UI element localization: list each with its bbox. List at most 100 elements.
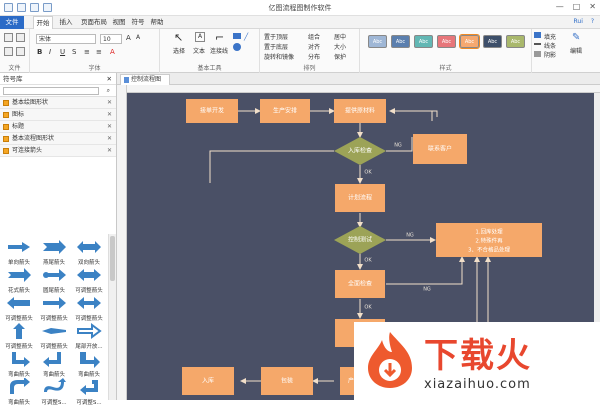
- edit-button[interactable]: 编辑: [570, 48, 583, 55]
- shape-item[interactable]: 可调整S...: [37, 376, 71, 409]
- edge-b4-b3[interactable]: [389, 108, 438, 117]
- list-icon[interactable]: ≡: [84, 48, 90, 56]
- shape-item[interactable]: 可调整箭头: [2, 292, 36, 325]
- close-library-icon[interactable]: ✕: [106, 147, 112, 154]
- menu-help[interactable]: 帮助: [150, 18, 164, 26]
- process-box-b8[interactable]: [182, 367, 234, 395]
- close-button[interactable]: ✕: [589, 2, 596, 11]
- decision-diamond-d2[interactable]: [334, 226, 386, 254]
- connector-label[interactable]: 连接线: [210, 48, 229, 55]
- shape-item[interactable]: 圆尾箭头: [37, 264, 71, 297]
- library-item[interactable]: 基本流程图形状✕: [0, 133, 116, 145]
- group-button[interactable]: 组合: [308, 34, 321, 41]
- canvas-scrollbar[interactable]: [594, 93, 600, 400]
- style-swatch[interactable]: Abc: [391, 35, 410, 48]
- shrink-font-icon[interactable]: A: [136, 34, 141, 41]
- rectangle-icon[interactable]: [233, 33, 241, 39]
- minimize-button[interactable]: —: [555, 2, 564, 11]
- process-box-b5[interactable]: [335, 184, 385, 212]
- style-swatch[interactable]: Abc: [459, 34, 480, 49]
- gallery-scrollbar[interactable]: [108, 234, 116, 400]
- shape-item[interactable]: 可调整箭头: [72, 264, 106, 297]
- text-label[interactable]: 文本: [193, 48, 206, 55]
- shape-item[interactable]: 燕尾箭头: [37, 236, 71, 269]
- process-box-b1[interactable]: [186, 99, 238, 123]
- note-box[interactable]: [436, 223, 542, 257]
- paste-icon[interactable]: [4, 33, 13, 42]
- edge-d1-left[interactable]: [209, 150, 334, 183]
- close-library-icon[interactable]: ✕: [106, 135, 112, 142]
- shape-item[interactable]: 弯曲箭头: [2, 348, 36, 381]
- send-back-button[interactable]: 置于底层: [264, 44, 289, 51]
- select-label[interactable]: 选择: [173, 48, 186, 55]
- menu-home[interactable]: 开始: [33, 16, 53, 30]
- close-library-icon[interactable]: ✕: [106, 99, 112, 106]
- font-name-select[interactable]: 宋体: [36, 34, 96, 44]
- style-swatch[interactable]: Abc: [437, 35, 456, 48]
- close-panel-icon[interactable]: ✕: [106, 75, 112, 83]
- shape-item[interactable]: 可调整箭头: [37, 292, 71, 325]
- shape-item[interactable]: 可调整箭头: [72, 292, 106, 325]
- bring-front-button[interactable]: 置于顶层: [264, 34, 289, 41]
- library-item[interactable]: 可连接箭头✕: [0, 145, 116, 157]
- close-library-icon[interactable]: ✕: [106, 123, 112, 130]
- line-style-icon[interactable]: [534, 43, 541, 45]
- help-icon[interactable]: ?: [590, 18, 594, 25]
- process-box-b4[interactable]: [413, 134, 467, 164]
- library-item[interactable]: 基本绘图形状✕: [0, 97, 116, 109]
- close-library-icon[interactable]: ✕: [106, 111, 112, 118]
- format-painter-icon[interactable]: [16, 47, 25, 56]
- save-icon[interactable]: [30, 3, 39, 12]
- shape-item[interactable]: 弯曲箭头: [37, 348, 71, 381]
- shape-item[interactable]: 双向箭头: [72, 236, 106, 269]
- shape-item[interactable]: 可调整箭头: [37, 320, 71, 353]
- library-search-input[interactable]: [3, 87, 99, 95]
- bold-icon[interactable]: B: [37, 48, 43, 56]
- library-item[interactable]: 图标✕: [0, 109, 116, 121]
- new-file-icon[interactable]: [4, 3, 13, 12]
- gallery-scroll-thumb[interactable]: [110, 236, 115, 281]
- decision-diamond-d1[interactable]: [334, 137, 386, 165]
- library-item[interactable]: 标题✕: [0, 121, 116, 133]
- rotate-button[interactable]: 旋转和镜像: [264, 54, 295, 61]
- menu-insert[interactable]: 插入: [59, 18, 73, 26]
- shape-item[interactable]: 花式箭头: [2, 264, 36, 297]
- cut-icon[interactable]: [16, 33, 25, 42]
- style-swatch[interactable]: Abc: [483, 35, 502, 48]
- grow-font-icon[interactable]: A: [126, 34, 131, 42]
- maximize-button[interactable]: □: [572, 2, 581, 11]
- copy-icon[interactable]: [4, 47, 13, 56]
- process-box-b3[interactable]: [334, 99, 386, 123]
- select-pointer-icon[interactable]: ↖: [174, 31, 184, 44]
- font-color-icon[interactable]: A: [110, 48, 115, 56]
- underline-icon[interactable]: U: [60, 48, 66, 56]
- shape-item[interactable]: 弯曲箭头: [2, 376, 36, 409]
- fill-button[interactable]: 填充: [544, 34, 557, 41]
- style-swatch[interactable]: Abc: [506, 35, 525, 48]
- process-box-b2[interactable]: [260, 99, 310, 123]
- search-icon[interactable]: ⌕: [106, 87, 110, 94]
- size-button[interactable]: 大小: [334, 44, 347, 51]
- distribute-button[interactable]: 分布: [308, 54, 321, 61]
- menu-file[interactable]: 文件: [0, 16, 24, 29]
- strikethrough-icon[interactable]: S: [72, 48, 77, 56]
- edge-b6-note[interactable]: [386, 256, 465, 285]
- edge-d1-b4[interactable]: [386, 137, 413, 152]
- shape-item[interactable]: 可调整S...: [72, 376, 106, 409]
- line-button[interactable]: 线条: [544, 43, 557, 50]
- shadow-icon[interactable]: [534, 51, 541, 57]
- process-box-b9[interactable]: [261, 367, 313, 395]
- protect-button[interactable]: 保护: [334, 54, 347, 61]
- shape-item[interactable]: 尾部开放...: [72, 320, 106, 353]
- center-button[interactable]: 居中: [334, 34, 347, 41]
- process-box-b6[interactable]: [335, 270, 385, 298]
- shape-item[interactable]: 弯曲箭头: [72, 348, 106, 381]
- align-button[interactable]: 对齐: [308, 44, 321, 51]
- shape-item[interactable]: 单向箭头: [2, 236, 36, 269]
- fill-icon[interactable]: [534, 32, 541, 38]
- edit-icon[interactable]: ✎: [572, 32, 581, 43]
- style-swatch[interactable]: Abc: [414, 35, 433, 48]
- font-size-select[interactable]: 10: [100, 34, 122, 44]
- document-tab[interactable]: 控制流程图: [120, 74, 170, 85]
- shadow-button[interactable]: 阴影: [544, 52, 557, 59]
